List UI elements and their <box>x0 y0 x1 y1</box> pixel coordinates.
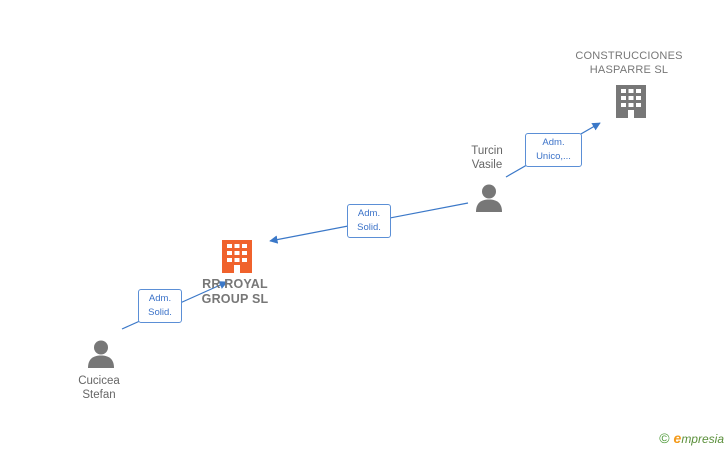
company-label-rr-royal[interactable]: RR ROYAL GROUP SL <box>201 277 269 306</box>
person-label-turcin[interactable]: Turcin Vasile <box>471 145 503 171</box>
person-icon[interactable] <box>88 340 114 369</box>
edge-label-cucicea-rr-royal: Adm. Solid. <box>138 289 182 323</box>
building-icon[interactable] <box>222 240 252 273</box>
building-icon[interactable] <box>616 85 646 118</box>
person-label-cucicea[interactable]: Cucicea Stefan <box>78 375 120 401</box>
brand-name: mpresia <box>681 432 724 446</box>
company-label-construcciones[interactable]: CONSTRUCCIONES HASPARRE SL <box>575 50 683 76</box>
empresia-watermark: ©empresia <box>659 430 724 446</box>
person-icon[interactable] <box>476 184 502 213</box>
edge-label-turcin-rr-royal: Adm. Solid. <box>347 204 391 238</box>
edge-label-turcin-construcciones: Adm. Unico,... <box>525 133 582 167</box>
brand-initial: e <box>673 430 682 446</box>
copyright-icon: © <box>659 430 670 446</box>
